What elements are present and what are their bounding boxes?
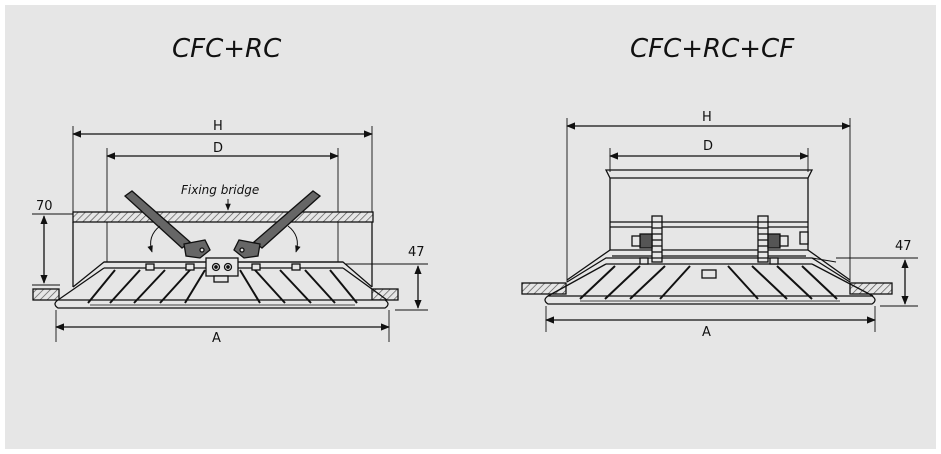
label-47-right: 47 <box>895 239 912 254</box>
label-70: 70 <box>36 199 53 214</box>
label-47-left: 47 <box>408 245 425 260</box>
diffuser-flange <box>544 295 876 305</box>
label-d-left: D <box>213 141 223 156</box>
diagram-title-cfc-rc-cf: CFC+RC+CF <box>630 34 795 64</box>
label-a-left: A <box>212 331 221 346</box>
diagram-title-cfc-rc: CFC+RC <box>172 34 282 64</box>
label-d-right: D <box>703 139 713 154</box>
ceiling-slab-left <box>521 282 567 295</box>
plenum-right <box>807 227 851 281</box>
label-h-right: H <box>702 110 712 125</box>
center-hub <box>205 257 239 277</box>
label-a-right: A <box>702 325 711 340</box>
label-h-left: H <box>213 119 223 134</box>
fixing-arm-right <box>252 190 322 249</box>
diffuser-flange <box>54 299 389 309</box>
diagram-cfc-rc-cf <box>521 118 918 332</box>
fixing-arm-left <box>123 190 192 249</box>
ceiling-plate <box>72 211 374 223</box>
diagram-cfc-rc <box>32 126 428 342</box>
ceiling-slab-left <box>32 288 60 301</box>
plenum-left <box>566 227 611 281</box>
duct-collar <box>604 169 814 179</box>
clamp-left <box>631 215 663 263</box>
clamp-right <box>757 215 789 263</box>
label-fixing-bridge: Fixing bridge <box>181 183 259 197</box>
ceiling-slab-right <box>849 282 893 295</box>
